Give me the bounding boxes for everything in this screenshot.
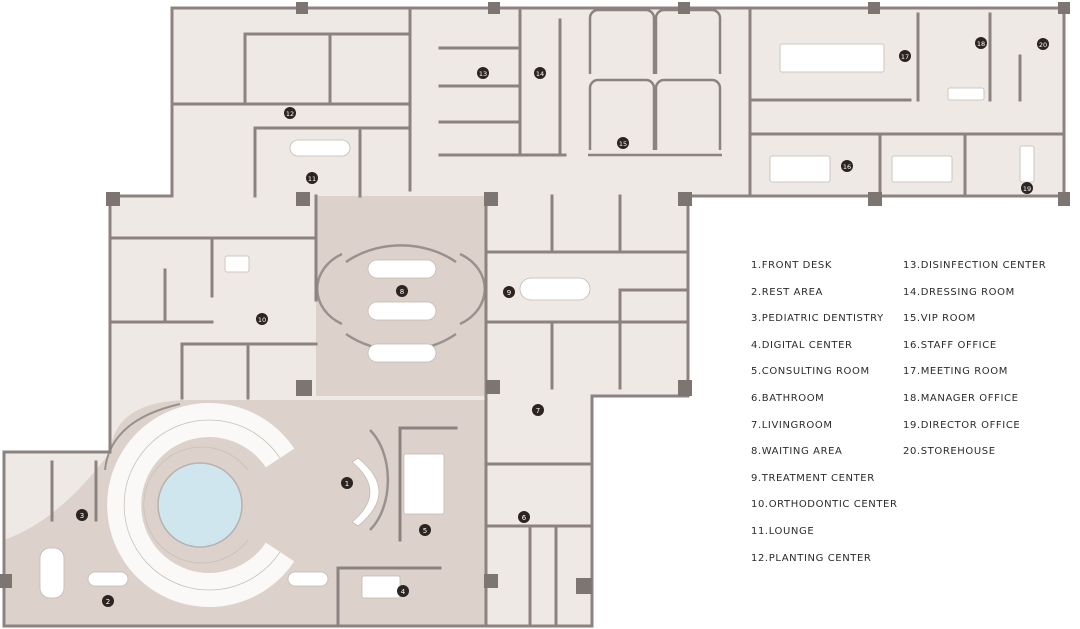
legend-item: 13.DISINFECTION CENTER	[903, 260, 1047, 271]
svg-text:11: 11	[308, 175, 316, 183]
svg-text:3: 3	[80, 512, 84, 520]
legend-item: 15.VIP ROOM	[903, 313, 976, 325]
legend-item: 7.LIVINGROOM	[751, 419, 833, 431]
svg-text:15: 15	[619, 140, 627, 148]
legend-item: 11.LOUNGE	[751, 525, 815, 537]
svg-text:16: 16	[843, 163, 851, 171]
legend-item: 5.CONSULTING ROOM	[751, 366, 870, 378]
legend-item: 4.DIGITAL CENTER	[751, 339, 853, 351]
marker-manager-office: 18	[975, 37, 987, 49]
marker-staff-office: 16	[841, 160, 853, 172]
columns	[0, 2, 1070, 594]
legend-item: 20.STOREHOUSE	[903, 446, 996, 458]
legend-column-left: 1.FRONT DESK 2.REST AREA 3.PEDIATRIC DEN…	[751, 256, 898, 575]
marker-rest-area: 2	[102, 595, 114, 607]
marker-orthodontic-center: 10	[256, 313, 268, 325]
marker-vip-room: 15	[617, 137, 629, 149]
legend-item: 1.FRONT DESK	[751, 260, 833, 271]
marker-storehouse: 20	[1037, 38, 1049, 50]
legend-item: 6.BATHROOM	[751, 392, 825, 404]
marker-pediatric-dentistry: 3	[76, 509, 88, 521]
marker-meeting-room: 17	[899, 50, 911, 62]
legend-item: 19.DIRECTOR OFFICE	[903, 419, 1021, 431]
marker-planting-center: 12	[284, 107, 296, 119]
svg-text:2: 2	[106, 598, 110, 606]
svg-text:8: 8	[400, 288, 404, 296]
svg-text:10: 10	[258, 316, 266, 324]
legend-item: 3.PEDIATRIC DENTISTRY	[751, 313, 884, 325]
marker-dressing-room: 14	[534, 67, 546, 79]
marker-disinfection-center: 13	[477, 67, 489, 79]
marker-lounge: 11	[306, 172, 318, 184]
svg-text:17: 17	[901, 53, 909, 61]
legend-item: 12.PLANTING CENTER	[751, 552, 872, 564]
legend-item: 18.MANAGER OFFICE	[903, 392, 1019, 404]
legend-item: 8.WAITING AREA	[751, 446, 843, 458]
marker-bathroom: 6	[518, 511, 530, 523]
legend-column-right: 13.DISINFECTION CENTER 14.DRESSING ROOM …	[903, 256, 1046, 469]
legend-item: 17.MEETING ROOM	[903, 366, 1008, 378]
svg-text:5: 5	[423, 527, 427, 535]
svg-text:1: 1	[345, 480, 349, 488]
legend-item: 2.REST AREA	[751, 286, 823, 298]
svg-text:12: 12	[286, 110, 294, 118]
marker-consulting-room: 5	[419, 524, 431, 536]
furniture	[39, 43, 1035, 599]
legend-item: 9.TREATMENT CENTER	[751, 472, 875, 484]
svg-text:18: 18	[977, 40, 985, 48]
marker-digital-center: 4	[397, 585, 409, 597]
svg-text:6: 6	[522, 514, 527, 522]
legend-item: 14.DRESSING ROOM	[903, 286, 1015, 298]
svg-text:13: 13	[479, 70, 487, 78]
marker-livingroom: 7	[532, 404, 544, 416]
vip-room-walls	[588, 8, 722, 157]
legend-item: 10.ORTHODONTIC CENTER	[751, 499, 898, 511]
marker-front-desk: 1	[341, 477, 353, 489]
marker-director-office: 19	[1021, 182, 1033, 194]
marker-waiting-area: 8	[396, 285, 408, 297]
svg-text:14: 14	[536, 70, 544, 78]
svg-text:19: 19	[1023, 185, 1031, 193]
svg-text:4: 4	[401, 588, 406, 596]
svg-text:20: 20	[1039, 41, 1047, 49]
svg-text:9: 9	[507, 289, 511, 297]
staircase	[107, 403, 295, 607]
legend-item: 16.STAFF OFFICE	[903, 339, 997, 351]
staircase-well	[157, 462, 243, 548]
svg-text:7: 7	[536, 407, 540, 415]
marker-treatment-center: 9	[503, 286, 515, 298]
